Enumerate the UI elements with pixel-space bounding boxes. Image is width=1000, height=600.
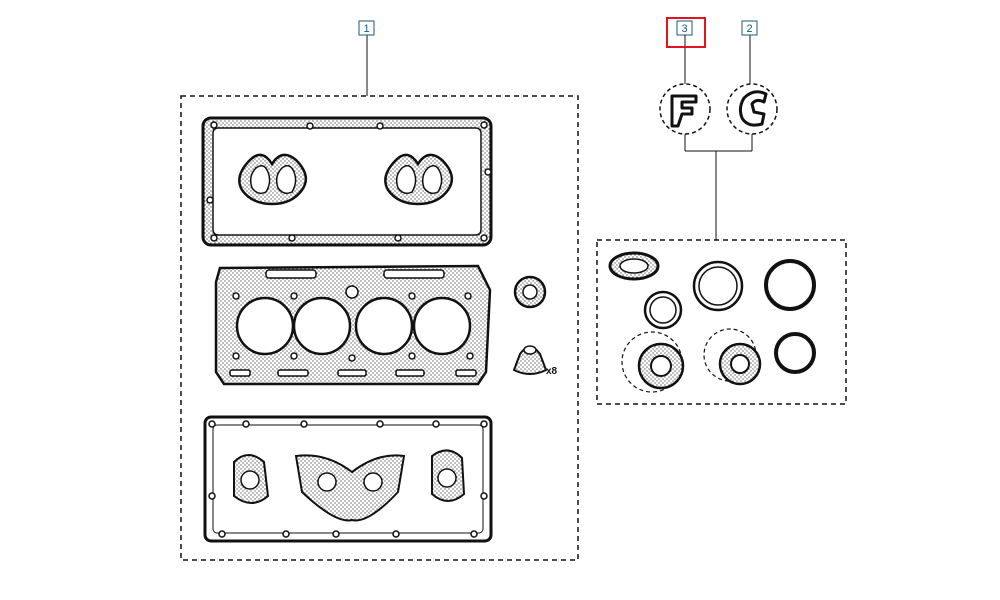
callout-2-box[interactable]: 2	[741, 20, 758, 36]
manifold-gasket	[203, 415, 493, 543]
o-ring-small	[774, 332, 816, 374]
callout-3-box[interactable]: 3	[676, 20, 693, 36]
lip-seal-2	[703, 328, 762, 386]
valve-stem-seal: x8	[512, 345, 558, 377]
quantity-label: x8	[546, 366, 558, 377]
seal-profile-3-detail	[659, 83, 711, 135]
callout-2-label: 2	[746, 23, 752, 35]
callout-1-label: 1	[363, 23, 369, 35]
cylinder-head-gasket	[214, 264, 492, 386]
o-ring-large	[764, 259, 816, 311]
callout-3-label: 3	[681, 23, 687, 35]
seal-ring-3	[643, 290, 683, 330]
kit-group-1	[180, 34, 579, 561]
callout-1-box[interactable]: 1	[358, 20, 375, 36]
camshaft-seal-ring	[513, 275, 547, 309]
valve-cover-gasket	[201, 116, 493, 247]
lip-seal-1	[621, 331, 685, 393]
seal-profile-2-detail	[726, 83, 778, 135]
callout-3-highlight	[666, 17, 706, 48]
seal-group	[596, 34, 847, 405]
seal-ring-2	[692, 260, 744, 312]
seal-ring-1	[608, 251, 660, 281]
